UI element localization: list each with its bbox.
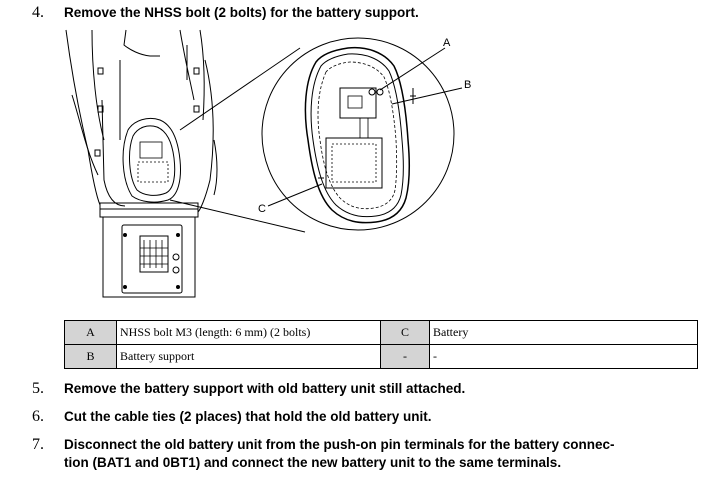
table-cell: Battery support — [116, 344, 381, 369]
table-cell: A — [64, 320, 117, 345]
step-text: Cut the cable ties (2 places) that hold … — [64, 409, 432, 424]
zoom-line-top — [179, 47, 301, 131]
callout-label: A — [443, 37, 451, 49]
step-number: 4. — [32, 4, 44, 21]
table-cell: B — [64, 344, 117, 369]
step-text: Remove the NHSS bolt (2 bolts) for the b… — [64, 5, 419, 20]
callout-label: C — [258, 203, 266, 215]
zoom-circle — [261, 37, 455, 231]
robot-arm-drawing — [65, 29, 218, 298]
callout-A: A — [379, 37, 451, 91]
step-text: Disconnect the old battery unit from the… — [64, 437, 615, 452]
table-cell: - — [380, 344, 430, 369]
step-text: Remove the battery support with old batt… — [64, 381, 466, 396]
battery-cover-small — [122, 117, 181, 203]
table-cell: C — [380, 320, 430, 345]
table-cell: - — [429, 344, 698, 369]
table-cell: NHSS bolt M3 (length: 6 mm) (2 bolts) — [116, 320, 381, 345]
callout-B: B — [391, 79, 471, 105]
callout-C: C — [258, 183, 323, 215]
callout-label: B — [464, 79, 471, 91]
step-number: 7. — [32, 436, 44, 453]
step-number: 5. — [32, 380, 44, 397]
robot-battery-figure: A B C — [65, 29, 471, 298]
table-cell: Battery — [429, 320, 698, 345]
table-row: A NHSS bolt M3 (length: 6 mm) (2 bolts) … — [64, 320, 698, 345]
parts-table: A NHSS bolt M3 (length: 6 mm) (2 bolts) … — [64, 320, 698, 369]
table-row: B Battery support - - — [64, 344, 698, 369]
step-text-continued: tion (BAT1 and 0BT1) and connect the new… — [64, 455, 562, 470]
zoom-line-bottom — [169, 199, 306, 233]
step-number: 6. — [32, 408, 44, 425]
